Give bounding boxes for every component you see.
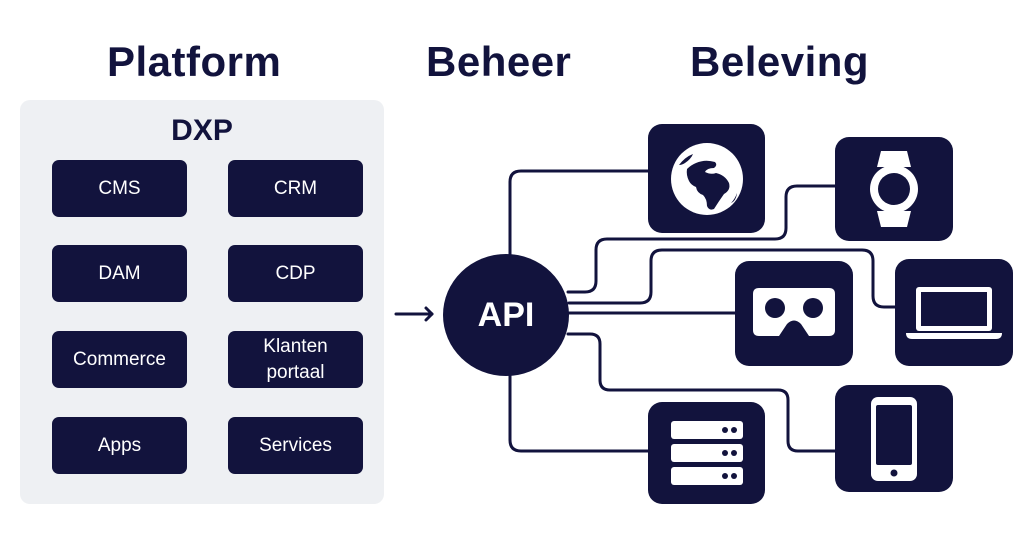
line-phone — [566, 332, 839, 453]
line-globe — [508, 169, 654, 258]
line-server — [508, 372, 654, 453]
module-cdp: CDP — [228, 245, 363, 302]
server-tile — [648, 402, 765, 504]
laptop-icon — [906, 286, 1002, 339]
api-node: API — [443, 254, 569, 376]
beheer-heading: Beheer — [426, 38, 572, 85]
module-commerce: Commerce — [52, 331, 187, 388]
smartphone-icon — [871, 396, 917, 481]
globe-icon — [670, 142, 743, 215]
server-icon — [670, 421, 743, 485]
module-apps: Apps — [52, 417, 187, 474]
smartwatch-icon — [870, 151, 918, 227]
smartphone-tile — [835, 385, 953, 492]
laptop-tile — [895, 259, 1013, 366]
module-dam: DAM — [52, 245, 187, 302]
globe-tile — [648, 124, 765, 233]
vr-headset-tile — [735, 261, 853, 366]
smartwatch-tile — [835, 137, 953, 241]
dxp-title: DXP — [171, 114, 233, 147]
line-watch — [566, 184, 839, 294]
module-klantenportaal: Klanten portaal — [228, 331, 363, 388]
dxp-panel: DXP CMS CRM DAM CDP Commerce Klanten por… — [20, 100, 384, 504]
vr-headset-icon — [753, 287, 835, 336]
platform-heading: Platform — [107, 38, 282, 85]
module-crm: CRM — [228, 160, 363, 217]
line-laptop — [567, 248, 900, 309]
module-cms: CMS — [52, 160, 187, 217]
module-services: Services — [228, 417, 363, 474]
beleving-heading: Beleving — [690, 38, 870, 85]
arrow-head — [424, 306, 434, 322]
